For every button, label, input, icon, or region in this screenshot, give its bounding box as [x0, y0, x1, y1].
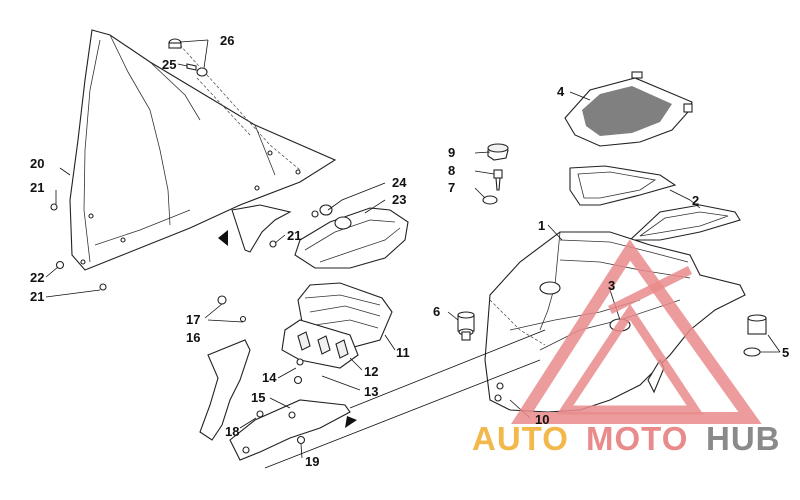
bracket-screws [293, 375, 306, 445]
callout-10: 10 [535, 412, 549, 427]
callout-20: 20 [30, 156, 44, 171]
callout-8: 8 [448, 163, 455, 178]
hood-nose [484, 231, 746, 413]
bulb-socket-parts [482, 143, 509, 205]
windshield-dash-line [179, 44, 301, 171]
callout-24: 24 [392, 175, 407, 190]
windshield-bracket [231, 204, 292, 253]
callout-11: 11 [396, 345, 410, 360]
callout-2: 2 [692, 193, 699, 208]
callout-21c: 21 [30, 289, 44, 304]
callout-5: 5 [782, 345, 789, 360]
watermark-text-hub: HUB [706, 420, 781, 457]
callout-4: 4 [557, 84, 565, 99]
callout-1: 1 [538, 218, 545, 233]
mount-bracket-left [199, 295, 251, 441]
callout-6: 6 [433, 304, 440, 319]
grommet-screw [168, 38, 208, 77]
orientation-arrow-lower [345, 416, 357, 428]
socket-left [457, 311, 475, 341]
gauge-bracket [281, 319, 359, 369]
callout-19: 19 [305, 454, 319, 469]
callout-18: 18 [225, 424, 239, 439]
socket-right [743, 314, 767, 357]
headlight [294, 204, 409, 269]
callout-14: 14 [262, 370, 277, 385]
callout-17: 17 [186, 312, 200, 327]
watermark-logo: AUTO MOTO HUB [472, 239, 781, 457]
callout-3: 3 [608, 278, 615, 293]
side-reflectors [569, 165, 741, 241]
callout-12: 12 [364, 364, 378, 379]
callout-16: 16 [186, 330, 200, 345]
callout-9: 9 [448, 145, 455, 160]
connection-line-lower [264, 359, 541, 469]
callout-7: 7 [448, 180, 455, 195]
watermark-text-auto: AUTO [472, 420, 569, 457]
orientation-arrow-upper [218, 230, 228, 246]
leader-lines [45, 39, 781, 459]
callout-labels: 1 2 3 4 5 6 7 8 9 10 11 12 13 14 15 16 1… [30, 33, 789, 469]
mesh-grille [564, 71, 693, 147]
callout-13: 13 [364, 384, 378, 399]
watermark-text-moto: MOTO [586, 420, 688, 457]
mount-bracket-lower [229, 399, 351, 461]
callout-15: 15 [251, 390, 265, 405]
callout-23: 23 [392, 192, 406, 207]
windshield-screws [50, 203, 319, 291]
callout-21b: 21 [287, 228, 301, 243]
callout-25: 25 [162, 57, 176, 72]
callout-21a: 21 [30, 180, 44, 195]
callout-26: 26 [220, 33, 234, 48]
windshield [69, 29, 337, 271]
callout-22: 22 [30, 270, 44, 285]
